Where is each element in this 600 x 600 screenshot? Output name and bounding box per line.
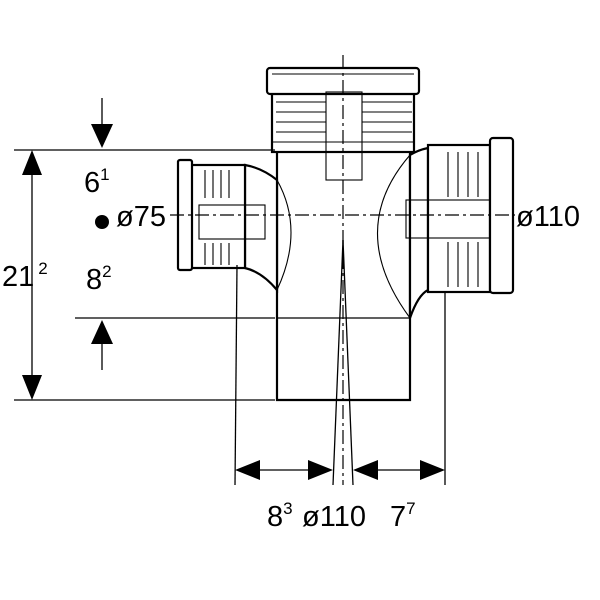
arrow-left-icon: [353, 460, 378, 480]
dimension-lines: [14, 98, 446, 486]
arrow-down-icon: [22, 375, 42, 400]
center-lines: [170, 55, 515, 486]
bottom-right-label: 77: [390, 499, 416, 533]
reference-point-dot: [95, 215, 109, 229]
right-branch-diameter-label: ø110: [516, 201, 580, 233]
upper-offset-label: 61: [84, 165, 110, 199]
arrow-right-icon: [420, 460, 445, 480]
arrow-down-icon: [91, 124, 113, 148]
bottom-diameter-label: ø110: [302, 501, 366, 533]
lower-offset-label: 82: [86, 262, 112, 296]
bottom-left-label: 83: [267, 499, 293, 533]
left-branch-diameter-label: ø75: [116, 201, 166, 233]
arrow-left-icon: [235, 460, 260, 480]
arrow-right-icon: [308, 460, 333, 480]
arrow-up-icon: [22, 150, 42, 175]
fitting-body: [176, 66, 515, 402]
arrow-up-icon: [91, 320, 113, 344]
